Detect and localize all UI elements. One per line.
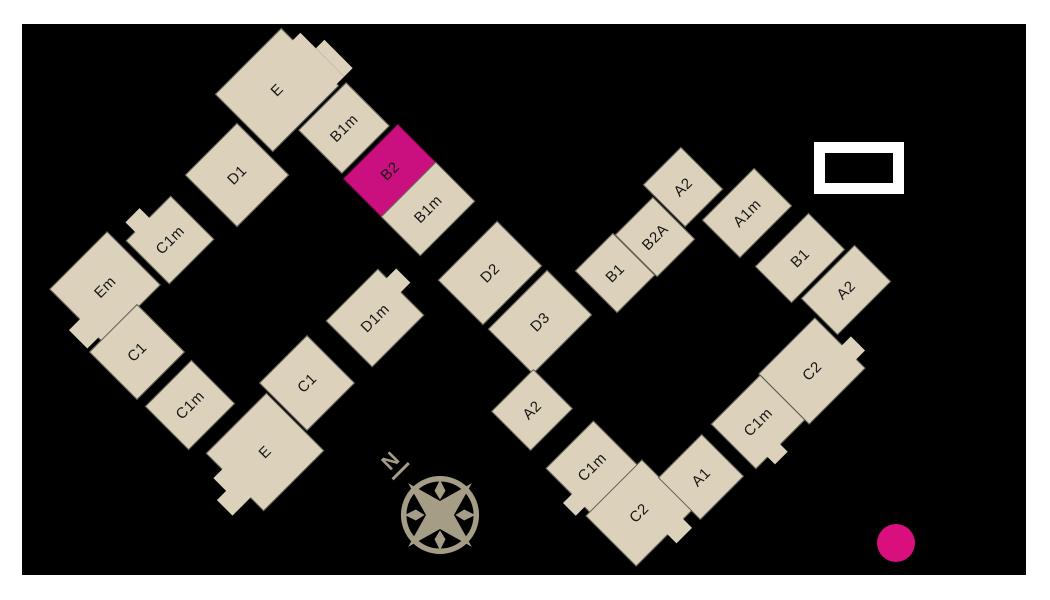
unit-label: C1	[293, 369, 321, 397]
unit-label: C1m	[574, 449, 610, 485]
unit-label: B1m	[410, 191, 446, 227]
unit-label: A2	[833, 277, 859, 303]
unit-label: B1	[602, 260, 628, 286]
unit-notch	[765, 442, 788, 465]
unit-notch	[315, 39, 353, 77]
unit-label: C1m	[740, 404, 776, 440]
legend-box-outline	[814, 142, 904, 194]
unit-label: A2	[670, 174, 696, 200]
unit-label: C1m	[172, 387, 208, 423]
unit-label: C2	[798, 357, 826, 385]
unit-label: A2	[519, 397, 545, 423]
unit-label: D3	[526, 308, 554, 336]
unit-label: B2	[377, 158, 403, 184]
unit-label: D1	[223, 161, 251, 189]
unit-label: D2	[476, 259, 504, 287]
unit-label: A1	[688, 464, 714, 490]
pink-dot-marker	[877, 524, 915, 562]
unit-notch	[384, 268, 411, 294]
compass-rose-icon	[400, 475, 480, 555]
unit-label: E	[255, 442, 275, 462]
compass-cardinal-north	[434, 479, 446, 500]
unit-a2-14[interactable]: A2	[490, 368, 574, 452]
unit-label: D1m	[357, 300, 393, 336]
unit-notch	[68, 318, 100, 349]
unit-label: E	[267, 80, 287, 100]
unit-label: C1	[123, 338, 151, 366]
compass-cardinal-south	[434, 530, 446, 551]
unit-notch	[840, 336, 866, 362]
compass-ring	[400, 475, 480, 555]
unit-notch	[291, 32, 345, 86]
unit-label: C1m	[152, 222, 188, 258]
unit-notch	[125, 208, 151, 233]
unit-label: B2A	[638, 220, 672, 254]
unit-label: B1	[787, 245, 813, 271]
unit-label: C2	[625, 499, 653, 527]
unit-notch	[216, 490, 243, 516]
unit-label: B1m	[326, 110, 362, 146]
unit-label: A1m	[729, 195, 765, 231]
unit-notch	[665, 517, 693, 544]
unit-notch	[213, 468, 252, 507]
compass-cardinal-west	[404, 509, 425, 521]
unit-label: Em	[90, 272, 120, 302]
unit-d1m-11[interactable]: D1m	[325, 268, 425, 368]
compass-cardinal-east	[455, 509, 476, 521]
compass-star-icon	[408, 483, 472, 547]
unit-notch	[563, 493, 586, 516]
